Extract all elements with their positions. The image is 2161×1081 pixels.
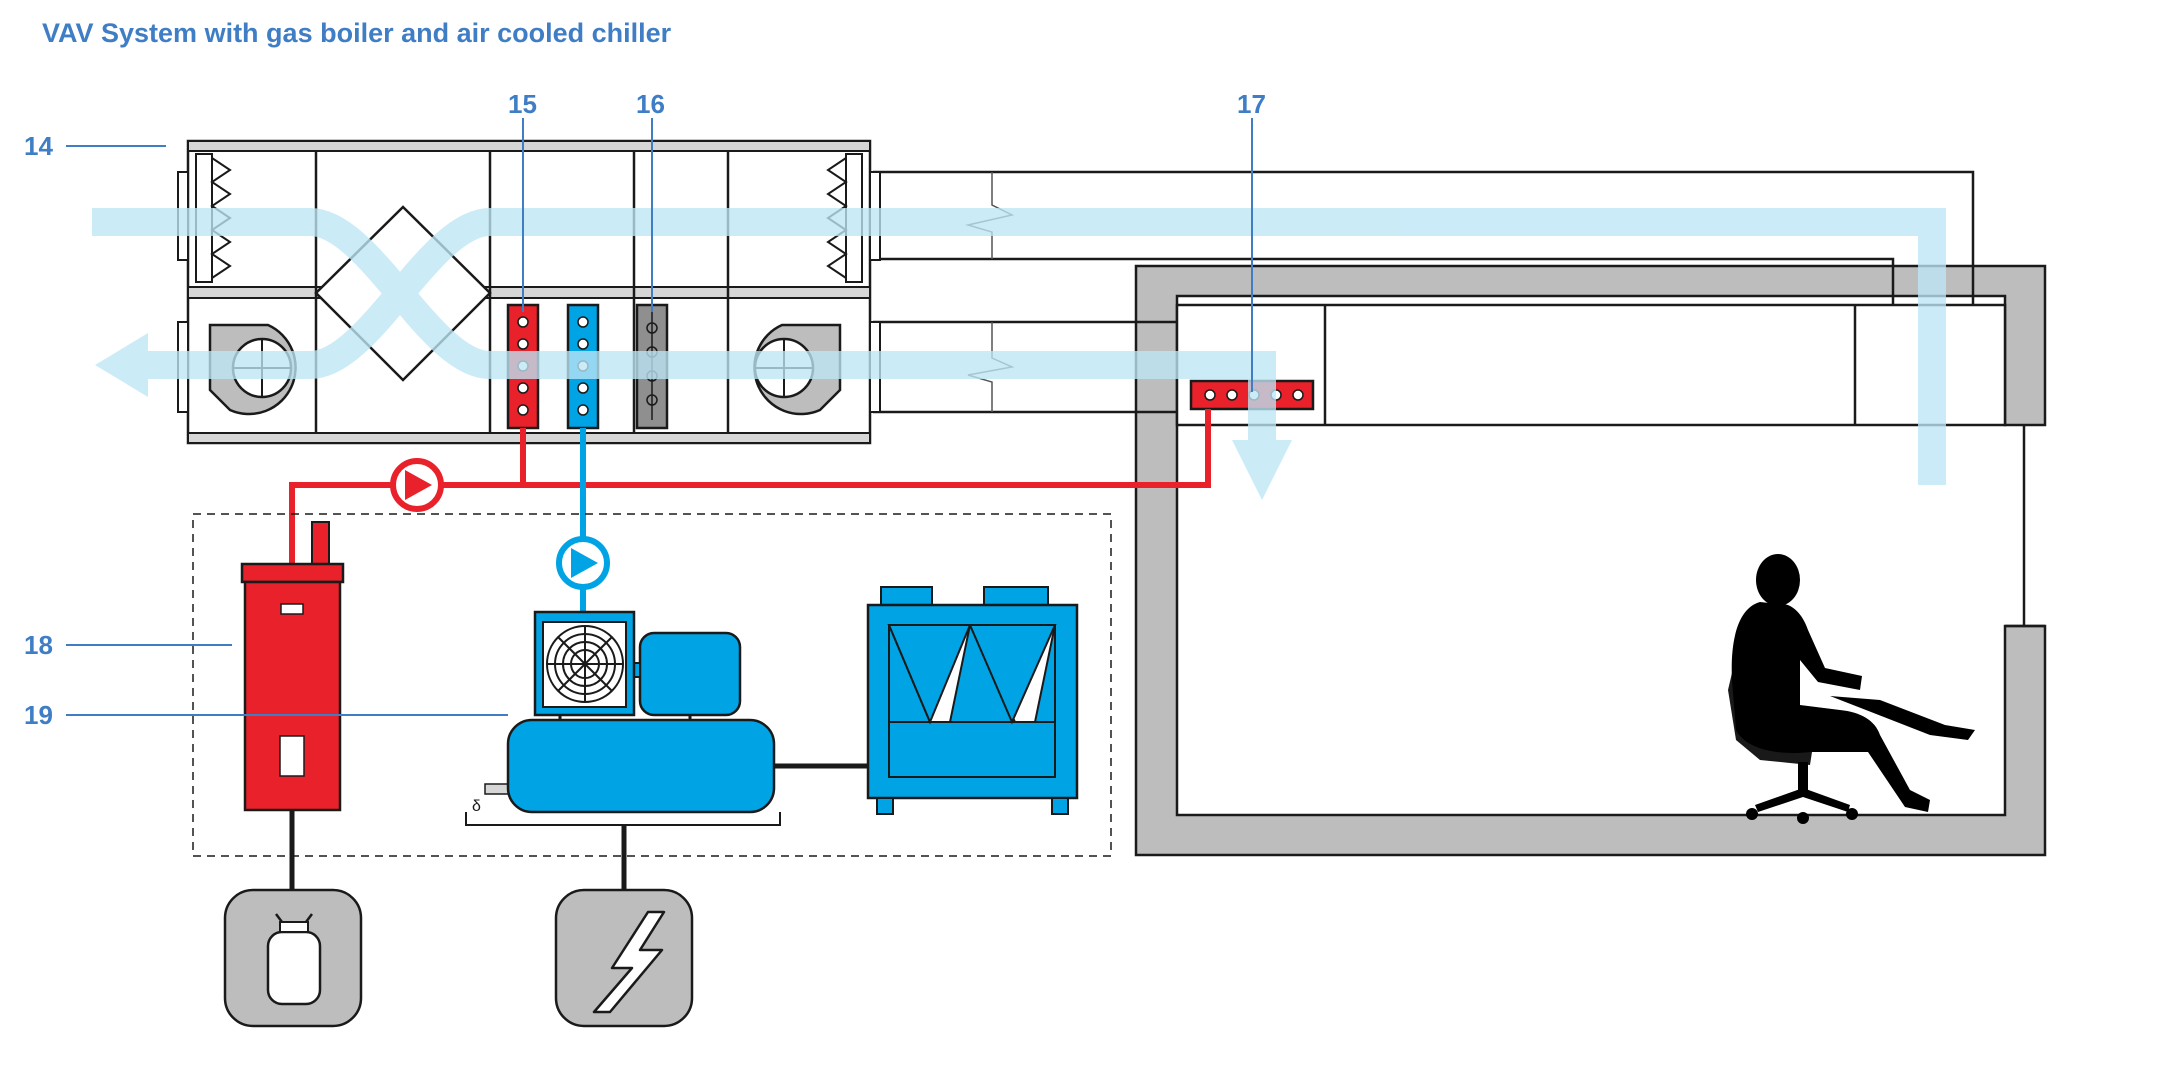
callout-15: 15	[508, 89, 537, 119]
air-handling-unit	[177, 139, 881, 445]
exhaust-air-arrow	[95, 333, 148, 397]
diagram-title: VAV System with gas boiler and air coole…	[42, 18, 672, 48]
building-section	[1134, 264, 2047, 857]
hot-water-piping	[289, 409, 1211, 566]
pump-icon	[556, 536, 610, 590]
callout-14: 14	[24, 131, 53, 161]
air-cooled-chiller	[866, 586, 1079, 815]
svg-text:δ: δ	[472, 798, 481, 815]
airflow-paths	[92, 208, 1946, 500]
chilled-water-piping	[556, 428, 610, 612]
ceiling-plenum	[1175, 303, 2007, 427]
gas-cylinder-icon	[266, 913, 322, 1006]
return-duct	[873, 320, 1177, 414]
lightning-bolt-icon	[592, 910, 666, 1014]
pump-icon	[390, 458, 444, 512]
callout-16: 16	[636, 89, 665, 119]
supply-air-arrow	[1232, 440, 1292, 500]
callout-19: 19	[24, 700, 53, 730]
return-airflow	[135, 208, 1946, 485]
gas-supply	[223, 888, 363, 1028]
callout-18: 18	[24, 630, 53, 660]
callout-17: 17	[1237, 89, 1266, 119]
building-wall	[1134, 264, 2047, 857]
chiller-compressor: δ	[465, 610, 781, 826]
supply-duct	[873, 170, 1975, 305]
callout-leaders	[66, 118, 1253, 716]
gas-boiler	[240, 521, 345, 812]
fan-icon	[546, 625, 624, 703]
person-silhouette-icon	[1728, 554, 1975, 824]
electric-supply	[554, 888, 694, 1028]
